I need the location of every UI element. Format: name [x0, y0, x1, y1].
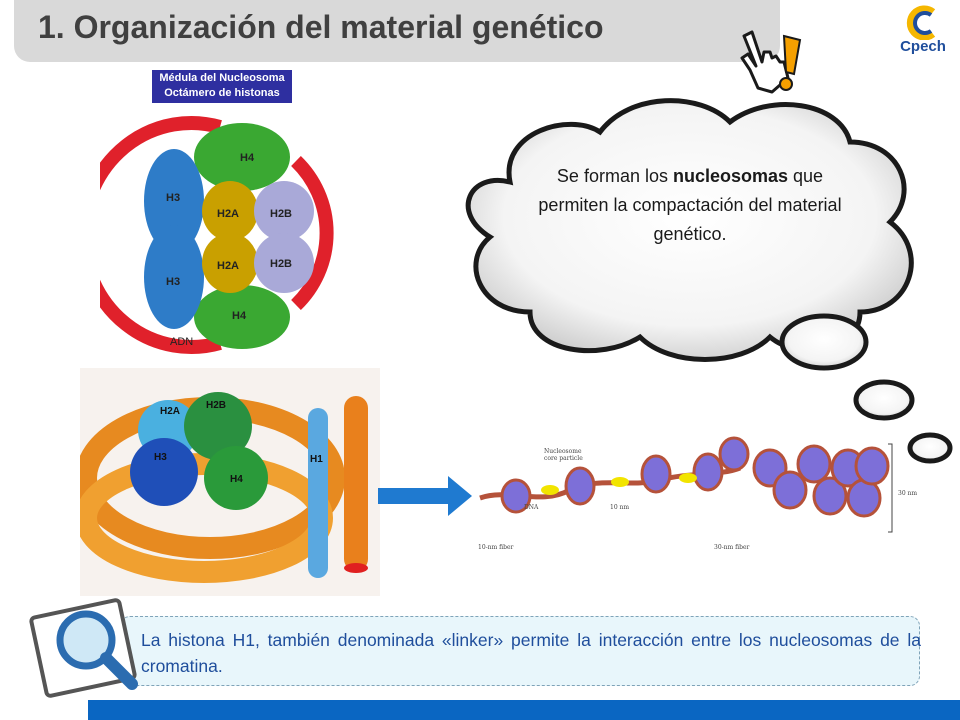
model-label: H4	[230, 474, 243, 485]
label-line-2: Octámero de histonas	[164, 87, 280, 99]
title-bar: 1. Organización del material genético	[14, 0, 780, 62]
cloud-text-before: Se forman los	[556, 166, 673, 186]
label-line-1: Médula del Nucleosoma	[159, 72, 285, 84]
fiber-10nm-label: 10 nm	[610, 504, 630, 511]
fiber-30nm-caption: 30-nm fiber	[714, 544, 750, 551]
histone-label: H2B	[270, 258, 292, 270]
model-label: H1	[310, 454, 323, 465]
histone-label: H2A	[217, 260, 239, 272]
logo-text: Cpech	[900, 38, 946, 55]
histone-label: H4	[232, 310, 247, 322]
fiber-nucleosome-label: Nucleosome	[544, 448, 582, 455]
note-text: La histona H1, también denominada «linke…	[141, 630, 921, 676]
bottom-bar	[88, 700, 960, 720]
magnifier-icon	[29, 598, 138, 698]
model-label: H2A	[160, 406, 180, 417]
fiber-10nm-caption: 10-nm fiber	[478, 544, 514, 551]
pointing-hand-icon	[740, 30, 802, 94]
histone-label: H2A	[217, 208, 239, 220]
dna-label: ADN	[170, 336, 193, 348]
model-label: H2B	[206, 400, 226, 411]
model-label: H3	[154, 452, 167, 463]
fiber-30nm-label: 30 nm	[898, 490, 918, 497]
fiber-dna-label: DNA	[524, 504, 539, 511]
page-title: 1. Organización del material genético	[38, 9, 604, 45]
fiber-core-particle-label: core particle	[544, 455, 583, 462]
cpech-logo: Cpech	[893, 4, 953, 60]
histone-label: H3	[166, 192, 180, 204]
thought-cloud	[465, 98, 953, 464]
histone-label: H3	[166, 276, 180, 288]
nucleosome-octamer-diagram: H4 H3 H2A H2B H3 H2A H2B H4 ADN	[100, 116, 334, 354]
chromatin-fiber-diagram: Nucleosome core particle DNA 10 nm 30 nm…	[470, 428, 950, 558]
nucleosome-label-box: Médula del Nucleosoma Octámero de histon…	[152, 70, 292, 103]
histone-label: H2B	[270, 208, 292, 220]
right-arrow-icon	[378, 476, 472, 516]
cloud-text: Se forman los nucleosomas que permiten l…	[530, 162, 850, 249]
fiber-graphic	[479, 436, 893, 533]
nucleosome-3d-model: H2A H2B H3 H4 H1	[80, 368, 380, 596]
note-box: La histona H1, también denominada «linke…	[120, 616, 921, 686]
logo-c-icon	[906, 5, 936, 41]
histone-label: H4	[240, 152, 255, 164]
cloud-text-after: que permiten la compactación del materia…	[538, 166, 842, 244]
cloud-text-bold: nucleosomas	[672, 166, 789, 186]
